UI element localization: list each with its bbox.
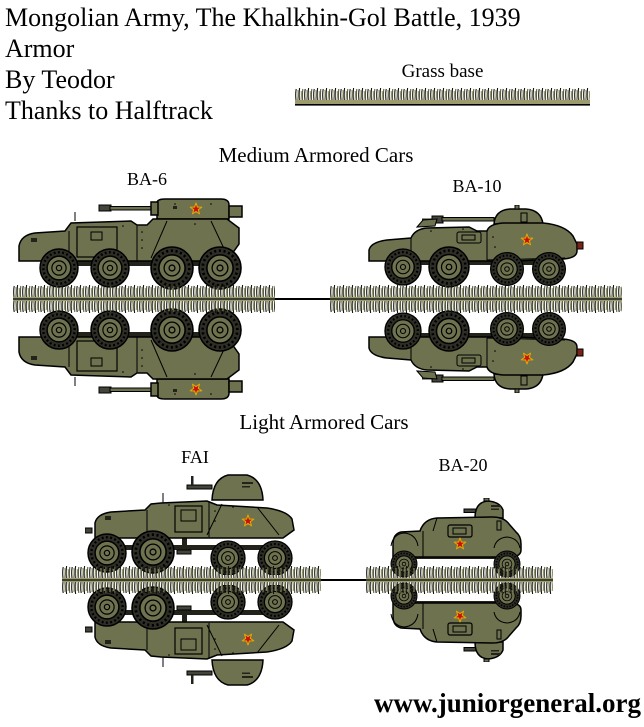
grass-base-sample: [295, 88, 590, 106]
vehicle-label-ba6: BA-6: [127, 169, 167, 189]
thanks-credit: Thanks to Halftrack: [5, 96, 213, 125]
ba10-illustration-mirrored: [365, 309, 587, 394]
subtitle-armor: Armor: [5, 34, 75, 63]
grass-base-label: Grass base: [401, 61, 484, 82]
page-title: Mongolian Army, The Khalkhin-Gol Battle,…: [5, 3, 521, 32]
vehicle-label-ba20: BA-20: [438, 455, 488, 475]
section-heading-medium: Medium Armored Cars: [218, 143, 414, 167]
grass-strip-ba20: [366, 566, 553, 594]
title-block: Mongolian Army, The Khalkhin-Gol Battle,…: [5, 2, 521, 126]
fold-line-medium: [13, 298, 622, 300]
ba20-illustration: [390, 497, 528, 578]
author-credit: By Teodor: [5, 65, 115, 94]
fai-illustration: [84, 473, 301, 577]
fai-illustration-mirrored: [84, 583, 301, 687]
ba20-illustration-mirrored: [390, 582, 528, 663]
grass-strip-ba6: [13, 285, 275, 313]
section-heading-light: Light Armored Cars: [239, 410, 409, 434]
vehicle-label-ba10: BA-10: [452, 176, 502, 196]
ba6-illustration-mirrored: [15, 307, 247, 400]
grass-strip-ba10: [330, 285, 622, 313]
site-url: www.juniorgeneral.org: [374, 688, 641, 718]
ba10-illustration: [365, 204, 587, 289]
vehicle-label-fai: FAI: [181, 447, 209, 467]
ba6-illustration: [15, 198, 247, 291]
grass-strip-fai: [62, 566, 321, 594]
